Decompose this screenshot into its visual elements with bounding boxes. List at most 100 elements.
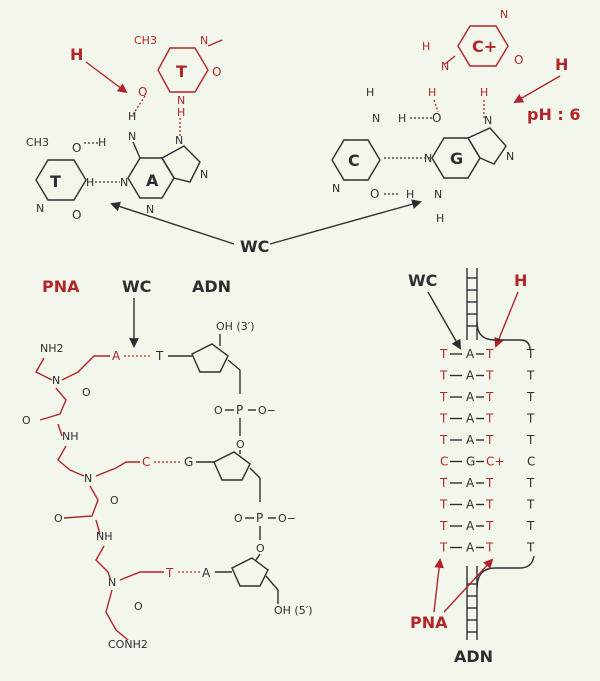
- pna-o-1: O: [82, 386, 91, 399]
- thymine-hoogsteen-ch3: CH3: [134, 34, 157, 47]
- adn-heading: ADN: [192, 277, 231, 296]
- triplex-left-base: T: [439, 347, 448, 361]
- triplex-far-base: C: [527, 455, 535, 469]
- triplex-right-base: T: [485, 519, 494, 533]
- wc-center-label: WC: [240, 237, 269, 256]
- pna-o-3: O: [110, 494, 119, 507]
- adenine-n-bottom: N: [146, 203, 154, 216]
- pna-conh2: CONH2: [108, 638, 148, 651]
- thymine-hoogsteen-o-right: O: [212, 65, 221, 79]
- guanine-h-bottom: H: [436, 212, 444, 225]
- triplex-h-arrow: [494, 291, 519, 348]
- guanine-n7: N: [484, 114, 492, 127]
- ph-label: pH : 6: [527, 105, 581, 124]
- tat-triplet: T CH3 O N H O N H T CH3 O O H N A H N H …: [26, 34, 223, 222]
- phosphate-o-1b: O: [236, 438, 245, 451]
- triplex-left-base: T: [439, 519, 448, 533]
- phosphate-o-2a: O: [234, 512, 243, 525]
- thymine-wc-label: T: [50, 172, 61, 191]
- guanine-n9: N: [506, 150, 514, 163]
- triplex-right-base: T: [485, 476, 494, 490]
- pna-heading: PNA: [42, 277, 80, 296]
- triplex-mid-base: A: [466, 433, 475, 447]
- triplex-right-base: C+: [486, 455, 504, 469]
- pna-o-5: O: [134, 600, 143, 613]
- triplex-mid-base: A: [466, 498, 475, 512]
- triplex-right-base: T: [485, 498, 494, 512]
- cgc-triplet: C+ H N H H O N H pH : 6 C H N H O N G O …: [331, 8, 581, 225]
- pna-base-a: A: [112, 349, 121, 363]
- triplex-wc-arrow: [427, 291, 461, 350]
- triplex-right-base: T: [485, 369, 494, 383]
- thymine-hoogsteen-h: H: [177, 106, 185, 119]
- triplex-far-base: T: [526, 347, 535, 361]
- thymine-wc-o-bottom: O: [72, 208, 81, 222]
- phosphate-o-1a: O: [214, 404, 223, 417]
- thymine-wc-o-top: O: [72, 141, 81, 155]
- pna-base-c: C: [142, 455, 150, 469]
- triplex-h-label: H: [514, 271, 527, 290]
- triplex-pna-arrow-1: [433, 558, 444, 613]
- triplex-left-base: T: [439, 498, 448, 512]
- pna-o-2: O: [22, 414, 31, 427]
- triplex-mid-base: G: [466, 455, 475, 469]
- sugar-3: [231, 557, 269, 587]
- adenine-n-left: N: [120, 176, 128, 189]
- cytosine-plus-label: C+: [472, 37, 497, 56]
- cytosine-plus-h1: H: [422, 40, 430, 53]
- triplex-left-base: T: [439, 541, 448, 555]
- hoogsteen-arrow-left: [85, 61, 128, 94]
- triplex-far-base: T: [526, 498, 535, 512]
- hoogsteen-arrow-right: [513, 75, 561, 103]
- sugar-1: [191, 343, 229, 373]
- phosphate-p-1: P: [236, 403, 243, 417]
- wc-arrow-right: [269, 199, 422, 245]
- triplex-far-base: T: [526, 541, 535, 555]
- oh3-label: OH (3′): [216, 320, 255, 333]
- triplex-far-base: T: [526, 390, 535, 404]
- adenine-h-top: H: [128, 110, 136, 123]
- triplex-left-base: T: [439, 476, 448, 490]
- adenine-n-right: N: [175, 134, 183, 147]
- oh5-label: OH (5′): [274, 604, 313, 617]
- guanine-label: G: [450, 149, 463, 168]
- wc-arrow-left: [110, 201, 235, 245]
- cytosine-wc-o: O: [370, 187, 379, 201]
- pna-nh2: NH2: [40, 342, 64, 355]
- triplex-right-base: T: [485, 433, 494, 447]
- triplex-far-base: T: [526, 519, 535, 533]
- adenine-ring5: [161, 145, 201, 183]
- thymine-wc-ring: [35, 159, 87, 201]
- phosphate-o-minus-1: O−: [258, 404, 276, 417]
- pna-n-1: N: [52, 374, 60, 387]
- triplex-left-base: T: [439, 369, 448, 383]
- triplex-mid-base: A: [466, 541, 475, 555]
- triplex-mid-base: A: [466, 412, 475, 426]
- dna-base-a: A: [202, 566, 211, 580]
- adenine-n-five: N: [200, 168, 208, 181]
- wc-heading: WC: [122, 277, 151, 296]
- triplex-right-base: T: [485, 412, 494, 426]
- phosphate-o-minus-2: O−: [278, 512, 296, 525]
- sugar-2: [213, 451, 251, 481]
- triplex-far-base: T: [526, 433, 535, 447]
- guanine-h-amino: H: [406, 188, 414, 201]
- triplex-right-base: T: [485, 390, 494, 404]
- pna-n-3: N: [108, 576, 116, 589]
- adenine-label: A: [146, 171, 159, 190]
- thymine-wc-n-bottom: N: [36, 202, 44, 215]
- thymine-wc-ch3: CH3: [26, 136, 49, 149]
- dna-base-g: G: [184, 455, 193, 469]
- cytosine-plus-h3: H: [480, 86, 488, 99]
- cytosine-plus-n: N: [441, 60, 449, 73]
- triplex-mid-base: A: [466, 476, 475, 490]
- hoogsteen-label-left: H: [70, 45, 83, 64]
